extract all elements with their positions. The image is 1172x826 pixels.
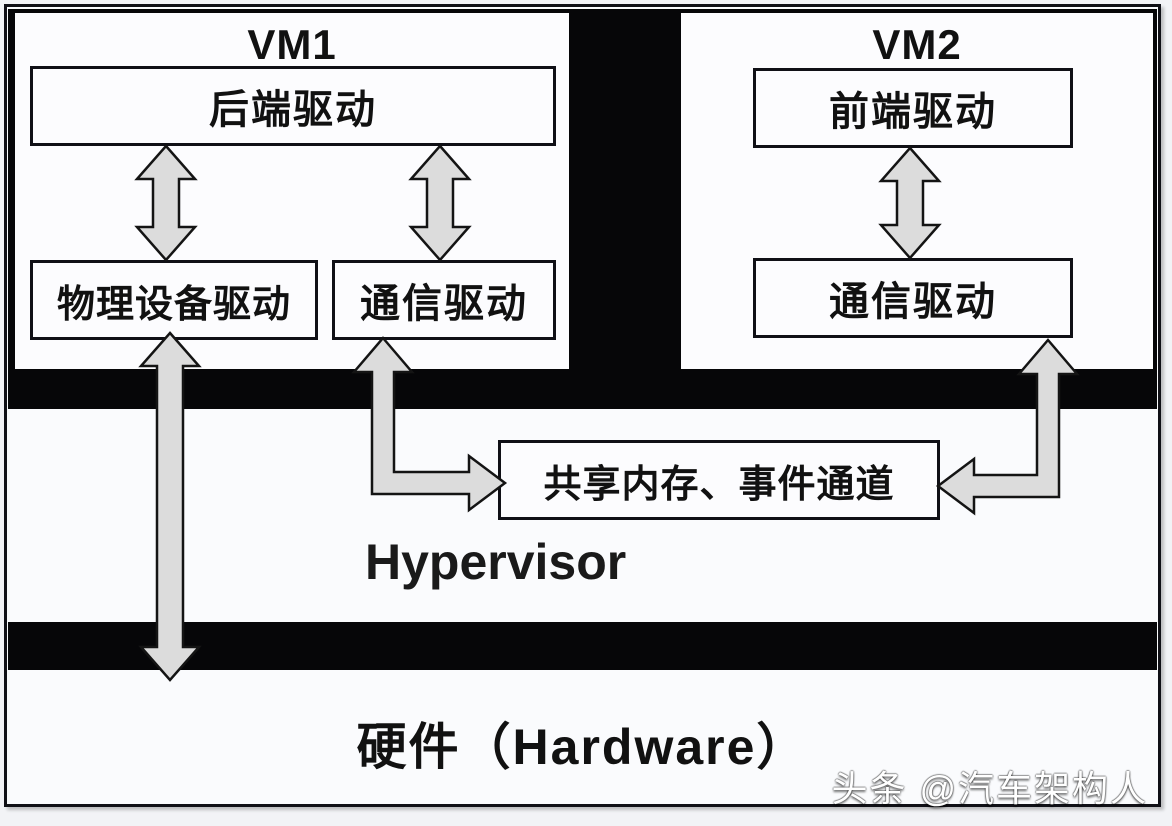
frontend-driver-label: 前端驱动 <box>829 90 997 134</box>
backend-driver-label: 后端驱动 <box>209 88 377 132</box>
physical-device-driver-box: 物理设备驱动 <box>30 260 318 340</box>
diagram-frame: VM1 VM2 后端驱动 物理设备驱动 通信驱动 前端驱动 通信驱动 共享内存、… <box>4 4 1161 809</box>
vm2-title: VM2 <box>872 21 962 68</box>
backend-driver-box: 后端驱动 <box>30 66 556 146</box>
vm2-comm-driver-label: 通信驱动 <box>829 280 997 324</box>
vm1-comm-driver-label: 通信驱动 <box>360 282 528 326</box>
physical-device-driver-label: 物理设备驱动 <box>56 283 291 326</box>
watermark-text: 头条 @汽车架构人 <box>831 768 1148 809</box>
shared-memory-event-channel-label: 共享内存、事件通道 <box>543 463 895 506</box>
vm2-comm-driver-box: 通信驱动 <box>753 258 1073 338</box>
vm1-comm-driver-box: 通信驱动 <box>332 260 556 340</box>
vm1-title: VM1 <box>247 21 337 68</box>
hypervisor-label: Hypervisor <box>365 534 627 590</box>
hardware-label: 硬件（Hardware） <box>356 719 809 775</box>
frontend-driver-box: 前端驱动 <box>753 68 1073 148</box>
shared-memory-event-channel-box: 共享内存、事件通道 <box>498 440 940 520</box>
hypervisor-hardware-separator <box>8 622 1157 670</box>
